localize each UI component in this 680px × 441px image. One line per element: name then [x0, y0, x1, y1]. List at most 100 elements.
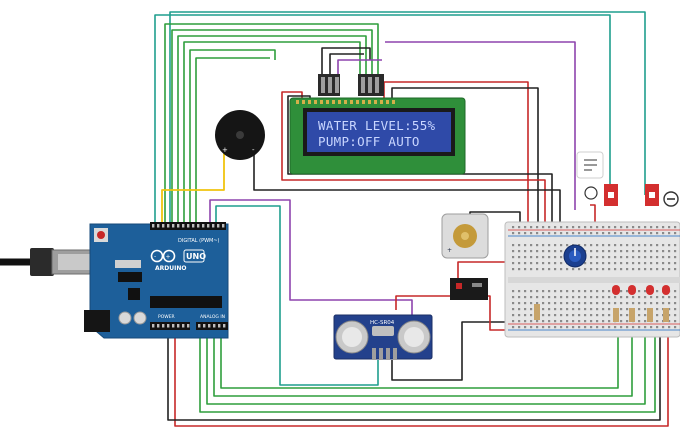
- pin: [668, 268, 671, 271]
- pin: [590, 314, 593, 317]
- pin: [620, 232, 623, 235]
- pin: [674, 256, 677, 259]
- analog-power-pin-header: [152, 324, 226, 328]
- pin: [560, 296, 563, 299]
- pin: [662, 244, 665, 247]
- wire-green-1: [164, 23, 379, 224]
- pin: [668, 314, 671, 317]
- pin: [626, 256, 629, 259]
- marker-red-1[interactable]: [604, 184, 618, 206]
- pin: [590, 296, 593, 299]
- marker-red-2[interactable]: [645, 184, 659, 206]
- pin: [614, 256, 617, 259]
- pin: [584, 326, 587, 329]
- pin: [590, 232, 593, 235]
- pin: [638, 268, 641, 271]
- pin: [668, 262, 671, 265]
- pin: [614, 232, 617, 235]
- pin: [602, 320, 605, 323]
- pin: [548, 314, 551, 317]
- record-icon[interactable]: [584, 186, 598, 200]
- pin: [614, 250, 617, 253]
- relay[interactable]: [450, 278, 488, 300]
- potentiometer[interactable]: [563, 244, 587, 268]
- pin: [614, 302, 617, 305]
- pin: [326, 100, 329, 104]
- pin: [674, 302, 677, 305]
- pin: [626, 232, 629, 235]
- pin: [560, 320, 563, 323]
- pin: [590, 302, 593, 305]
- pin: [548, 326, 551, 329]
- pin: [152, 224, 155, 228]
- pin: [518, 232, 521, 235]
- pin: [512, 250, 515, 253]
- pin: [674, 232, 677, 235]
- pin: [620, 326, 623, 329]
- pin: [584, 296, 587, 299]
- pin: [584, 232, 587, 235]
- pin: [548, 256, 551, 259]
- pin: [554, 262, 557, 265]
- pin: [572, 226, 575, 229]
- pin: [668, 232, 671, 235]
- pin: [620, 314, 623, 317]
- pin: [656, 244, 659, 247]
- pin: [590, 308, 593, 311]
- pin: [596, 232, 599, 235]
- wire-black-bottom: [167, 318, 661, 421]
- breadboard[interactable]: [504, 221, 680, 338]
- reset-button[interactable]: [97, 231, 105, 239]
- pin: [602, 244, 605, 247]
- pin: [590, 250, 593, 253]
- pin: [338, 100, 341, 104]
- pin: [518, 262, 521, 265]
- pin: [554, 226, 557, 229]
- pin: [572, 232, 575, 235]
- pin: [656, 308, 659, 311]
- pin: [632, 296, 635, 299]
- pin: [596, 250, 599, 253]
- pin: [222, 224, 225, 228]
- wire-green-b4: [220, 320, 619, 389]
- pin: [554, 290, 557, 293]
- minus-circle-icon[interactable]: [663, 191, 679, 207]
- pin: [542, 262, 545, 265]
- pin: [602, 262, 605, 265]
- pin: [524, 302, 527, 305]
- pin: [518, 314, 521, 317]
- pin: [638, 308, 641, 311]
- wire-teal-sensor: [215, 205, 379, 386]
- pin: [590, 268, 593, 271]
- pin: [566, 302, 569, 305]
- pin: [590, 256, 593, 259]
- pin: [668, 326, 671, 329]
- pin: [518, 268, 521, 271]
- pin: [560, 262, 563, 265]
- pin: [518, 226, 521, 229]
- note-icon[interactable]: [576, 151, 604, 179]
- arduino-uno-board[interactable]: DIGITAL (PWM~) - + ARDUINO UNO POWER ANA…: [84, 222, 229, 339]
- dc-motor[interactable]: +: [441, 213, 489, 259]
- pin: [632, 302, 635, 305]
- pin: [626, 250, 629, 253]
- pin: [518, 320, 521, 323]
- pin: [572, 314, 575, 317]
- pin: [650, 302, 653, 305]
- wire-green-b1: [199, 320, 656, 413]
- pin: [560, 226, 563, 229]
- wire-purple-top: [385, 41, 576, 210]
- pin: [530, 244, 533, 247]
- pin: [542, 226, 545, 229]
- pin: [626, 326, 629, 329]
- pin: [548, 250, 551, 253]
- pin: [644, 262, 647, 265]
- pin: [596, 262, 599, 265]
- piezo-buzzer[interactable]: + -: [215, 110, 265, 160]
- pin: [596, 290, 599, 293]
- pin: [554, 296, 557, 299]
- pin: [548, 232, 551, 235]
- pin: [530, 296, 533, 299]
- ultrasonic-sensor[interactable]: HC-SR04: [333, 314, 433, 360]
